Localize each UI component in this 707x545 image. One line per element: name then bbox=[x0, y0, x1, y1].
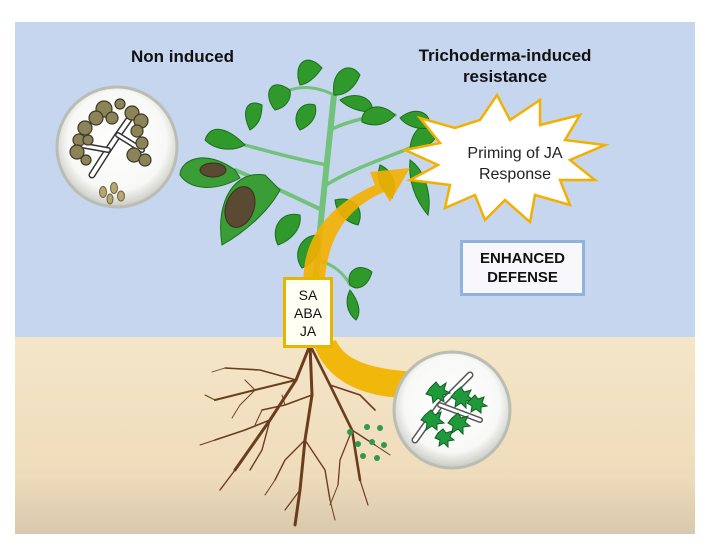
hormone-aba: ABA bbox=[293, 304, 322, 321]
priming-label: Priming of JA Response bbox=[467, 145, 563, 183]
root-system bbox=[199, 343, 391, 527]
enhanced-defense-line-2: DEFENSE bbox=[487, 269, 558, 286]
hormone-sa: SA bbox=[298, 286, 318, 303]
priming-burst bbox=[400, 92, 610, 225]
root-colonization-arrow bbox=[315, 340, 420, 399]
hormone-ja: JA bbox=[299, 322, 317, 339]
enhanced-defense-line-1: ENHANCED bbox=[479, 250, 565, 267]
induced-resistance-title: Trichoderma-induced resistance bbox=[418, 46, 592, 86]
non-induced-pathogen-circle bbox=[55, 85, 179, 209]
plant-leaves bbox=[179, 59, 441, 321]
enhanced-defense-box: ENHANCED DEFENSE bbox=[460, 240, 585, 296]
non-induced-title: Non induced bbox=[131, 47, 234, 66]
root-hair-icon bbox=[411, 371, 483, 444]
trichoderma-colonization-circle bbox=[392, 350, 512, 470]
falling-spores bbox=[99, 182, 125, 205]
trichoderma-mycelium-icon bbox=[420, 381, 489, 449]
trichoderma-spores-soil bbox=[347, 424, 387, 461]
spore-clusters bbox=[69, 98, 152, 167]
hormone-signals-box: SA ABA JA bbox=[283, 277, 333, 348]
